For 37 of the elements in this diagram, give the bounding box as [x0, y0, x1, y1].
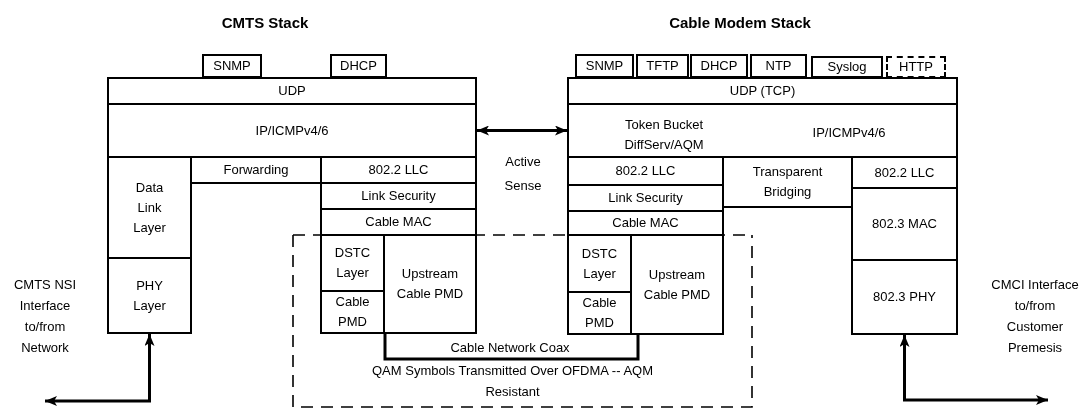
protocol-tab: SNMP	[575, 54, 634, 78]
layer-text: IP/ICMPv4/6	[811, 124, 887, 142]
protocol-tab: DHCP	[690, 54, 748, 78]
interface-label: CMTS NSI Interface to/from Network	[12, 276, 78, 357]
layer-box: Upstream Cable PMD	[630, 234, 724, 335]
protocol-tab: SNMP	[202, 54, 262, 78]
layer-box: Link Security	[567, 184, 724, 212]
layer-box: UDP	[107, 77, 477, 105]
layer-box: Link Security	[320, 182, 477, 210]
layer-box: PHY Layer	[107, 257, 192, 334]
layer-box	[567, 103, 958, 158]
layer-box: 802.3 MAC	[851, 187, 958, 261]
layer-box: Cable PMD	[567, 291, 632, 335]
layer-box: 802.3 PHY	[851, 259, 958, 335]
double-arrow	[477, 125, 567, 136]
double-arrow	[45, 334, 155, 406]
stack-title: CMTS Stack	[220, 13, 310, 33]
interface-label: CMCI Interface to/from Customer Premesis	[990, 276, 1080, 357]
protocol-tab: NTP	[750, 54, 807, 78]
protocol-tab: Syslog	[811, 56, 883, 78]
edge-label: Active Sense	[503, 153, 543, 195]
layer-box: IP/ICMPv4/6	[107, 103, 477, 158]
double-arrow	[899, 335, 1048, 405]
connector-line	[383, 334, 640, 361]
layer-box: Cable MAC	[567, 210, 724, 236]
layer-text: Token Bucket DiffServ/AQM	[623, 116, 705, 154]
layer-box: Cable PMD	[320, 290, 385, 334]
note-text: QAM Symbols Transmitted Over OFDMA -- AQM Resistant	[371, 362, 654, 401]
layer-box: UDP (TCP)	[567, 77, 958, 105]
layer-box: Cable MAC	[320, 208, 477, 236]
protocol-tab: TFTP	[636, 54, 689, 78]
protocol-tab: DHCP	[330, 54, 387, 78]
layer-box: Data Link Layer	[107, 156, 192, 259]
protocol-tab: HTTP	[886, 56, 946, 78]
edge-label: Cable Network Coax	[449, 339, 571, 357]
layer-box: Upstream Cable PMD	[383, 234, 477, 334]
stack-title: Cable Modem Stack	[668, 13, 812, 33]
